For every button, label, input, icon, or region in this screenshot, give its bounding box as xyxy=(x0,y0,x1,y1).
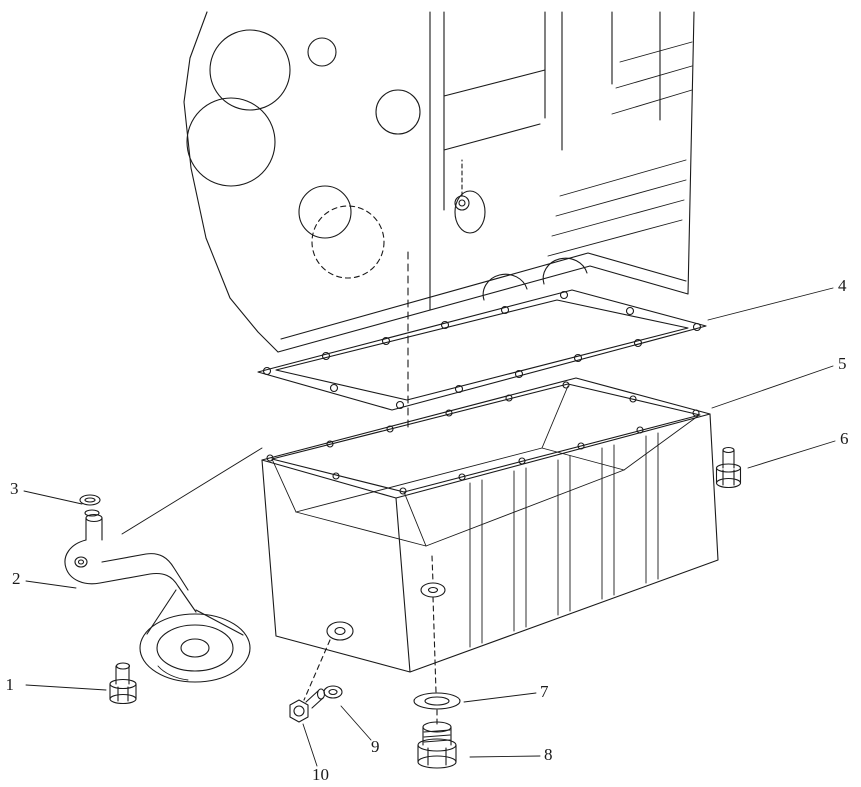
block-flange-top xyxy=(280,252,687,340)
pan-front-corner xyxy=(395,497,411,673)
oil-pickup xyxy=(64,447,263,683)
block-rib-line xyxy=(555,179,687,217)
callout-2: 2 xyxy=(12,569,21,588)
block-bore-large xyxy=(209,29,291,111)
callout-10: 10 xyxy=(312,765,329,784)
block-flange-bottom xyxy=(277,265,689,353)
block-rib-line xyxy=(611,89,693,115)
block-bore-small xyxy=(307,37,337,67)
callout-9: 9 xyxy=(371,737,380,756)
pan-rim-bolt-holes xyxy=(266,381,700,495)
drain-axis-line xyxy=(432,596,437,693)
pickup-install-line xyxy=(121,447,263,535)
block-drive-detail xyxy=(454,195,470,211)
block-crank-bore xyxy=(454,190,486,234)
leader-line-8 xyxy=(469,755,541,758)
leader-line-3 xyxy=(23,490,83,505)
pan-rim-outer xyxy=(261,377,711,499)
pan-interior xyxy=(271,385,699,547)
block-bore-small xyxy=(375,89,421,135)
callout-1: 1 xyxy=(6,675,15,694)
leader-line-2 xyxy=(25,580,77,589)
gasket-bolt-holes xyxy=(262,290,702,410)
leader-line-1 xyxy=(25,684,107,691)
callout-5: 5 xyxy=(838,354,847,373)
block-outline-left xyxy=(183,11,279,353)
block-rib-line xyxy=(615,65,693,89)
callout-6: 6 xyxy=(840,429,849,448)
gasket-upper xyxy=(257,289,707,411)
pickup-neck-top xyxy=(85,513,103,523)
callout-4: 4 xyxy=(838,276,847,295)
block-outline-right xyxy=(687,11,695,295)
pan-drain-boss xyxy=(420,582,446,598)
leader-line-9 xyxy=(340,705,372,741)
pickup-cone-side xyxy=(195,609,244,636)
leader-lines xyxy=(23,287,836,767)
gasket-inner-edge xyxy=(275,299,689,401)
callout-3: 3 xyxy=(10,479,19,498)
pickup-flange-hole xyxy=(77,559,85,565)
bolt-10 xyxy=(289,688,326,723)
callout-labels: 1 2 3 4 5 6 7 8 9 10 xyxy=(6,276,849,784)
block-drive-detail xyxy=(458,199,466,207)
pan-side-boss xyxy=(326,621,354,641)
block-web-line xyxy=(443,69,546,97)
pan-side-boss-hole xyxy=(334,626,346,636)
side-boss-axis-line xyxy=(303,639,331,701)
pickup-screen-inner xyxy=(156,624,234,672)
gasket-outer-edge xyxy=(257,289,707,411)
block-rib-line xyxy=(619,41,693,63)
o-ring-3 xyxy=(79,494,101,517)
pickup-arm-inner xyxy=(101,553,189,591)
bolt-1 xyxy=(109,662,137,705)
sealing-washer-7 xyxy=(413,692,461,710)
leader-line-6 xyxy=(747,440,836,469)
drain-axis-line xyxy=(431,555,434,584)
pan-body-outline xyxy=(261,413,719,673)
block-rib-line xyxy=(547,219,683,257)
oil-pan xyxy=(261,377,719,725)
leader-line-7 xyxy=(463,692,537,703)
bolt-6 xyxy=(715,446,742,489)
pickup-screen-center xyxy=(180,638,210,658)
pan-ribs xyxy=(469,432,659,648)
block-rib-line xyxy=(559,159,687,197)
callout-8: 8 xyxy=(544,745,553,764)
engine-block xyxy=(183,11,695,429)
callout-7: 7 xyxy=(540,682,549,701)
pickup-flange-hole xyxy=(74,556,88,568)
pan-drain-hole xyxy=(427,586,439,594)
block-bearing-arch xyxy=(482,273,528,301)
leader-line-4 xyxy=(707,287,834,321)
block-bore-small xyxy=(298,185,352,239)
block-bore-large xyxy=(186,97,276,187)
block-rib-line xyxy=(551,199,685,237)
pickup-screen-shading xyxy=(157,665,189,681)
o-ring-9 xyxy=(323,685,343,699)
block-hidden-bore xyxy=(311,205,385,279)
drain-plug-8 xyxy=(417,721,457,769)
block-bearing-arch xyxy=(542,257,588,285)
leader-line-5 xyxy=(711,365,834,409)
leader-line-10 xyxy=(302,723,318,767)
block-web-line xyxy=(443,123,541,151)
pan-rim-inner xyxy=(271,383,701,493)
pickup-screen-outer xyxy=(139,613,251,683)
pickup-arm-outer xyxy=(64,539,197,613)
